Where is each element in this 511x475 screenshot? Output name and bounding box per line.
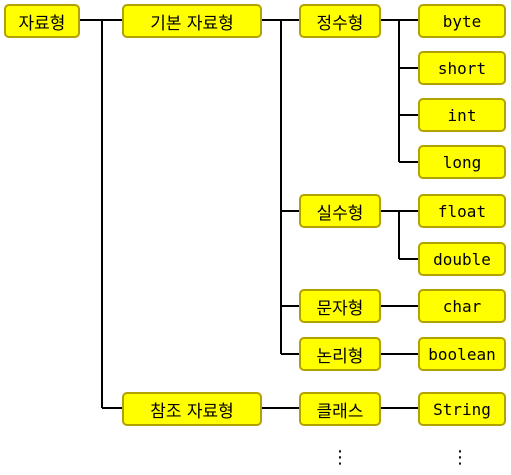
character-group-node: 문자형: [299, 289, 381, 323]
primitive-type-node: 기본 자료형: [122, 4, 262, 38]
string-type-node: String: [418, 392, 506, 426]
reference-type-node: 참조 자료형: [122, 392, 262, 426]
boolean-type-node: boolean: [418, 337, 506, 371]
int-type-node: int: [418, 98, 506, 132]
integer-group-node: 정수형: [299, 4, 381, 38]
byte-type-node: byte: [418, 4, 506, 38]
class-group-node: 클래스: [299, 392, 381, 426]
type-continuation-mark: ⋮: [451, 447, 469, 468]
real-group-node: 실수형: [299, 194, 381, 228]
class-continuation-mark: ⋮: [331, 447, 349, 468]
long-type-node: long: [418, 145, 506, 179]
float-type-node: float: [418, 194, 506, 228]
logical-group-node: 논리형: [299, 337, 381, 371]
char-type-node: char: [418, 289, 506, 323]
root-node: 자료형: [4, 4, 80, 38]
double-type-node: double: [418, 242, 506, 276]
short-type-node: short: [418, 51, 506, 85]
